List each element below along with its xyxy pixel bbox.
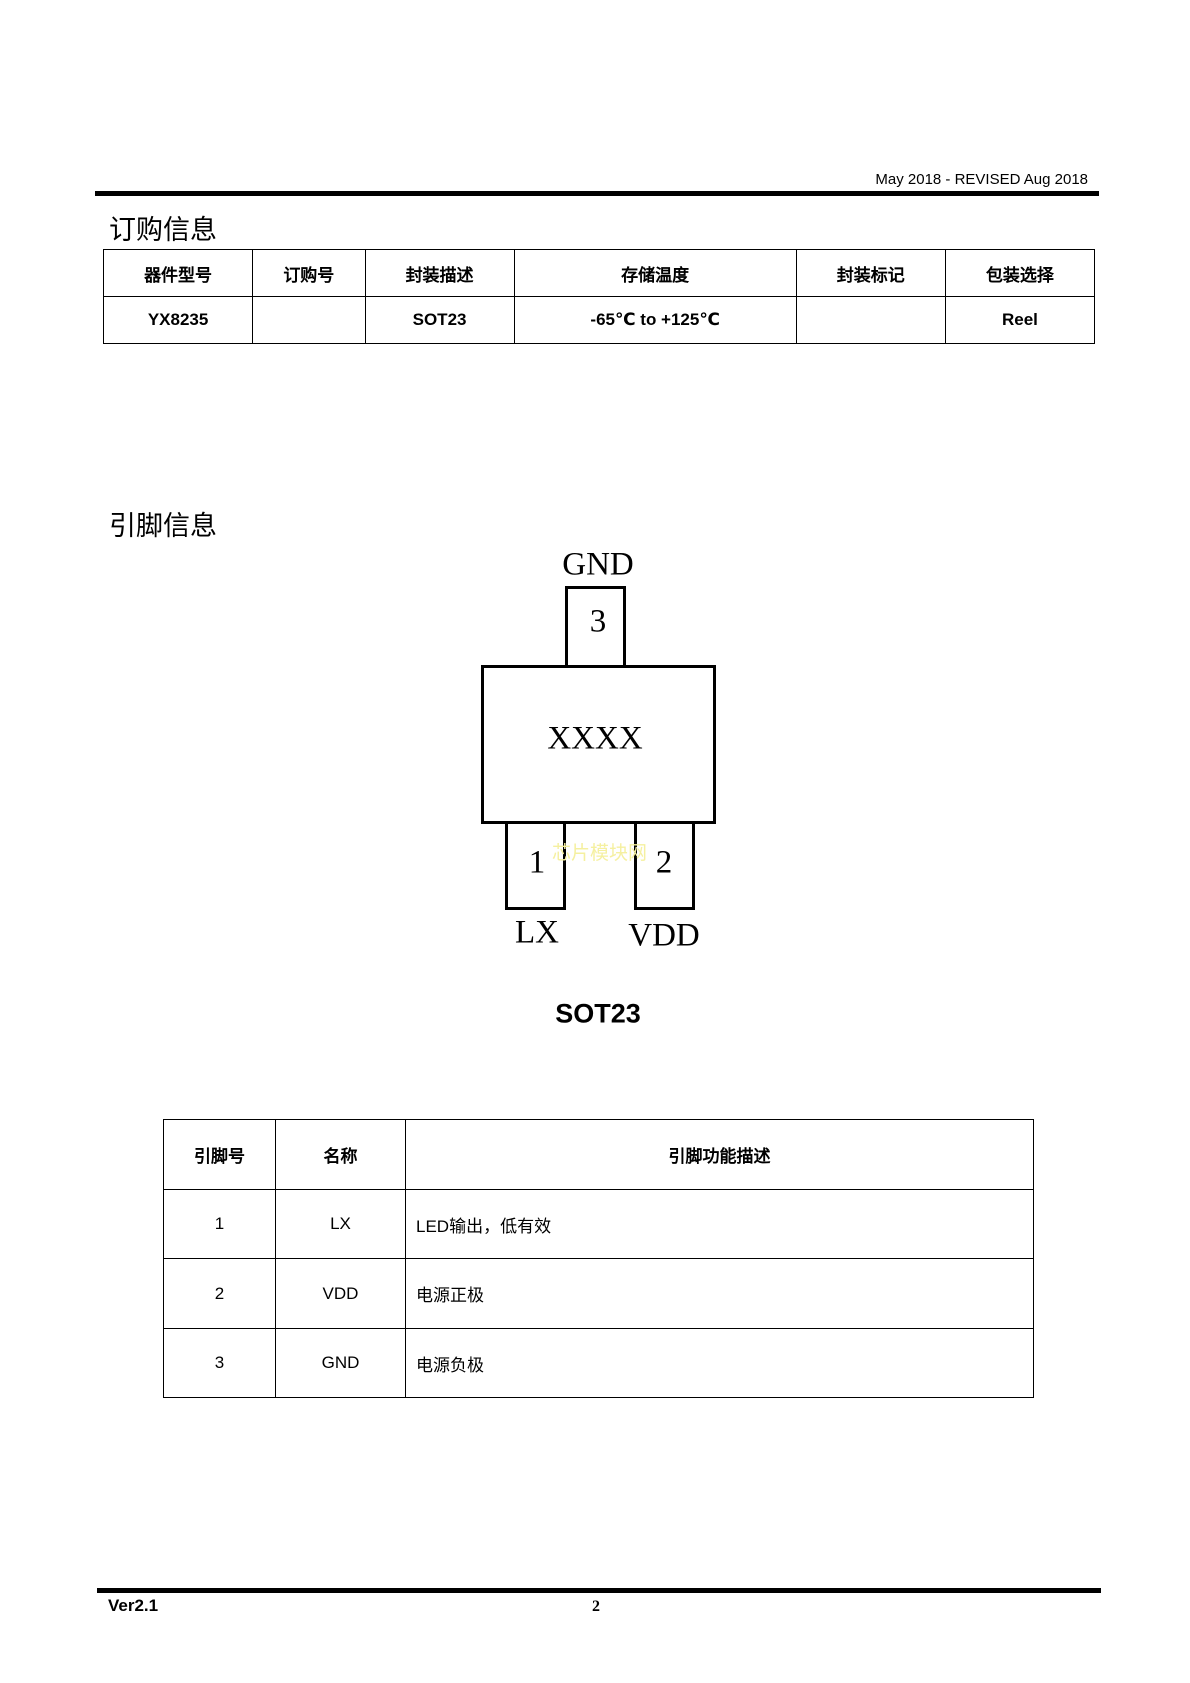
revision-date: May 2018 - REVISED Aug 2018	[875, 171, 1088, 188]
header-cell: 引脚功能描述	[405, 1119, 1034, 1190]
pin-description: 电源负极	[405, 1328, 1034, 1398]
ordering-title: 订购信息	[109, 215, 217, 246]
marking	[795, 296, 946, 344]
table-row: 1 LX LED输出，低有效	[163, 1189, 1034, 1259]
pins-title: 引脚信息	[109, 511, 217, 542]
pin2-lead	[634, 820, 695, 910]
page-number: 2	[592, 1598, 600, 1615]
header-cell: 器件型号	[102, 249, 254, 297]
order-number	[252, 296, 366, 344]
pin-number: 2	[163, 1258, 276, 1329]
pin-name: VDD	[275, 1258, 406, 1329]
header-cell: 封装标记	[795, 249, 946, 297]
table-header-row: 引脚号 名称 引脚功能描述	[163, 1119, 1034, 1190]
pin3-name: GND	[562, 546, 634, 583]
header-cell: 订购号	[252, 249, 366, 297]
pin3-number: 3	[589, 603, 607, 640]
table-row: 2 VDD 电源正极	[163, 1258, 1034, 1329]
ordering-table: 器件型号 订购号 封装描述 存储温度 封装标记 包装选择 YX8235 SOT2…	[102, 249, 1096, 344]
package: SOT23	[364, 296, 515, 344]
pin-name: LX	[275, 1189, 406, 1259]
pin2-number: 2	[655, 844, 673, 881]
watermark: 芯片模块网	[552, 842, 648, 864]
table-row: YX8235 SOT23 -65℃ to +125℃ Reel	[102, 296, 1096, 344]
footer-rule	[97, 1588, 1101, 1593]
pin1-lead	[505, 820, 566, 910]
header-cell: 存储温度	[513, 249, 797, 297]
package-body	[481, 665, 716, 824]
pin3-lead	[565, 586, 626, 668]
pin-description: LED输出，低有效	[405, 1189, 1034, 1259]
pin-table: 引脚号 名称 引脚功能描述 1 LX LED输出，低有效 2 VDD 电源正极 …	[163, 1119, 1034, 1398]
packing: Reel	[944, 296, 1096, 344]
version: Ver2.1	[108, 1596, 159, 1615]
header-cell: 包装选择	[944, 249, 1096, 297]
package-marking: XXXX	[547, 720, 643, 757]
pin-name: GND	[275, 1328, 406, 1398]
pin-number: 1	[163, 1189, 276, 1259]
pin1-number: 1	[528, 844, 546, 881]
header-cell: 引脚号	[163, 1119, 276, 1190]
table-header-row: 器件型号 订购号 封装描述 存储温度 封装标记 包装选择	[102, 249, 1096, 297]
table-row: 3 GND 电源负极	[163, 1328, 1034, 1398]
pin2-name: VDD	[628, 917, 700, 954]
pin1-name: LX	[515, 914, 559, 951]
storage-temp: -65℃ to +125℃	[513, 296, 797, 344]
header-rule	[95, 191, 1099, 196]
pin-number: 3	[163, 1328, 276, 1398]
header-cell: 名称	[275, 1119, 406, 1190]
pin-description: 电源正极	[405, 1258, 1034, 1329]
part-number: YX8235	[102, 296, 254, 344]
package-caption: SOT23	[555, 998, 641, 1029]
header-cell: 封装描述	[364, 249, 515, 297]
